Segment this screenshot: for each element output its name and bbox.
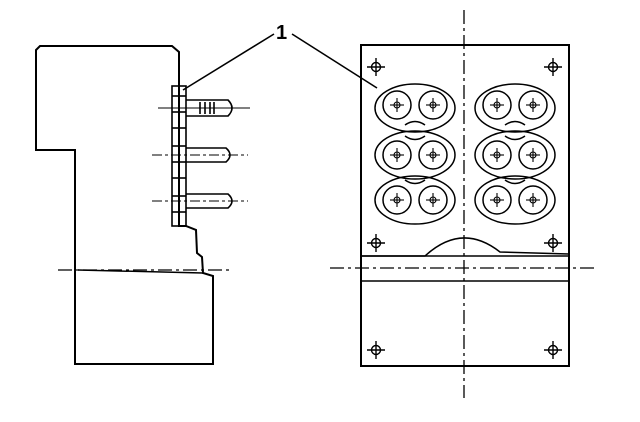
cavity-row-2-left (374, 130, 456, 180)
side-view-inner-edge (77, 269, 204, 274)
pin-plate-body (171, 85, 187, 227)
cavity-row-2-right (474, 130, 556, 180)
callout-label: 1 (276, 22, 287, 44)
cavity-row-3-right (474, 175, 556, 225)
mount-mark-bottom-right (543, 340, 563, 360)
pin-plate (171, 85, 187, 227)
mount-mark-bottom-left (366, 340, 386, 360)
leader-lines (182, 33, 378, 91)
cavity-row-3-left (374, 175, 456, 225)
side-view (35, 45, 214, 365)
terminal-pins (152, 99, 250, 209)
front-view-outline (360, 44, 570, 367)
mount-mark-mid-right (543, 233, 563, 253)
side-view-outline (35, 45, 214, 365)
centerlines (58, 10, 598, 398)
cavity-row-1-left (374, 83, 456, 133)
cavity-row-1-right (474, 83, 556, 133)
terminal-pin-middle (152, 147, 248, 163)
terminal-cavities (374, 83, 556, 225)
front-view-hump (361, 237, 570, 257)
terminal-pin-top (158, 99, 250, 117)
mount-mark-top-right (543, 57, 563, 77)
mount-mark-mid-left (366, 233, 386, 253)
front-view (360, 44, 570, 367)
terminal-pin-bottom (152, 193, 248, 209)
mount-mark-top-left (366, 57, 386, 77)
